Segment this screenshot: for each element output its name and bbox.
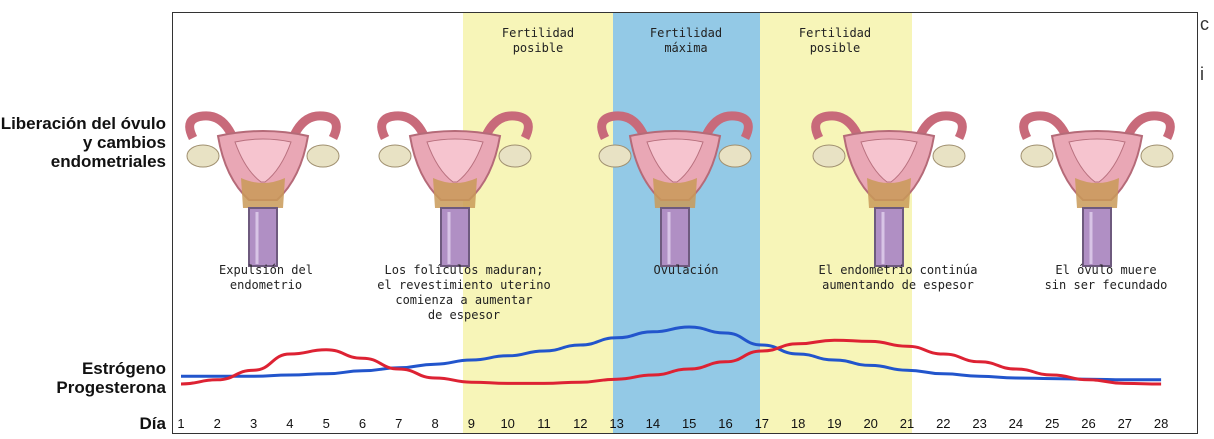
day-label: 28 xyxy=(1153,416,1169,431)
row-label-progesterone: Progesterona xyxy=(56,378,166,397)
edge-fragment-1: c xyxy=(1200,14,1209,34)
stage-shedding: Expulsión del endometrio xyxy=(219,263,313,292)
day-label: 12 xyxy=(573,416,588,431)
day-label: 14 xyxy=(645,416,661,431)
day-label: 18 xyxy=(790,416,806,431)
day-label: 3 xyxy=(249,416,258,431)
stage-endometrium: El endometrio continúa aumentando de esp… xyxy=(818,263,978,292)
cycle-diagram: Fertilidad posible Fertilidad máxima Fer… xyxy=(172,12,1198,434)
estrogen-curve xyxy=(181,325,1162,382)
progesterone-curve xyxy=(180,338,1162,386)
day-label: 23 xyxy=(972,416,987,431)
stage-ovulation: Ovulación xyxy=(653,263,719,277)
band-title-fertility-2: Fertilidad posible xyxy=(798,26,872,55)
day-label: 24 xyxy=(1008,416,1024,431)
day-label: 2 xyxy=(213,416,221,431)
hormone-curves xyxy=(180,325,1162,386)
row-label-estrogen: Estrógeno xyxy=(81,359,166,378)
day-label: 11 xyxy=(537,416,551,431)
day-label: 9 xyxy=(467,416,475,431)
uterus-illustration-2 xyxy=(377,111,533,267)
band-title-fertility-1: Fertilidad posible xyxy=(501,26,575,55)
day-label: 10 xyxy=(500,416,515,431)
uterus-illustration-3 xyxy=(597,111,753,267)
edge-fragment-2: i xyxy=(1200,64,1204,84)
day-label: 8 xyxy=(431,416,439,431)
day-label: 16 xyxy=(718,416,733,431)
day-label: 27 xyxy=(1117,416,1133,431)
uterus-illustration-4 xyxy=(811,111,967,267)
row-label-day: Día xyxy=(139,414,166,433)
row-label-release: Liberación del óvulo y cambios endometri… xyxy=(0,114,166,171)
day-label: 6 xyxy=(358,416,367,431)
day-label: 22 xyxy=(936,416,951,431)
day-label: 5 xyxy=(322,416,330,431)
band-title-fertility-max: Fertilidad máxima xyxy=(649,26,723,55)
day-label: 4 xyxy=(286,416,294,431)
day-label: 7 xyxy=(395,416,403,431)
day-label: 25 xyxy=(1044,416,1060,431)
stage-follicles: Los folículos maduran; el revestimiento … xyxy=(377,263,551,322)
day-label: 17 xyxy=(754,416,770,431)
day-label: 15 xyxy=(681,416,697,431)
day-label: 19 xyxy=(827,416,842,431)
stage-ovum-dies: El óvulo muere sin ser fecundado xyxy=(1044,263,1168,292)
uterus-illustration-5 xyxy=(1019,111,1175,267)
day-label: 20 xyxy=(863,416,878,431)
day-label: 26 xyxy=(1081,416,1096,431)
day-label: 13 xyxy=(609,416,624,431)
uterus-illustration-1 xyxy=(185,111,341,267)
day-label: 21 xyxy=(899,416,915,431)
band-fertility-possible-1 xyxy=(463,13,613,433)
day-label: 1 xyxy=(177,416,185,431)
